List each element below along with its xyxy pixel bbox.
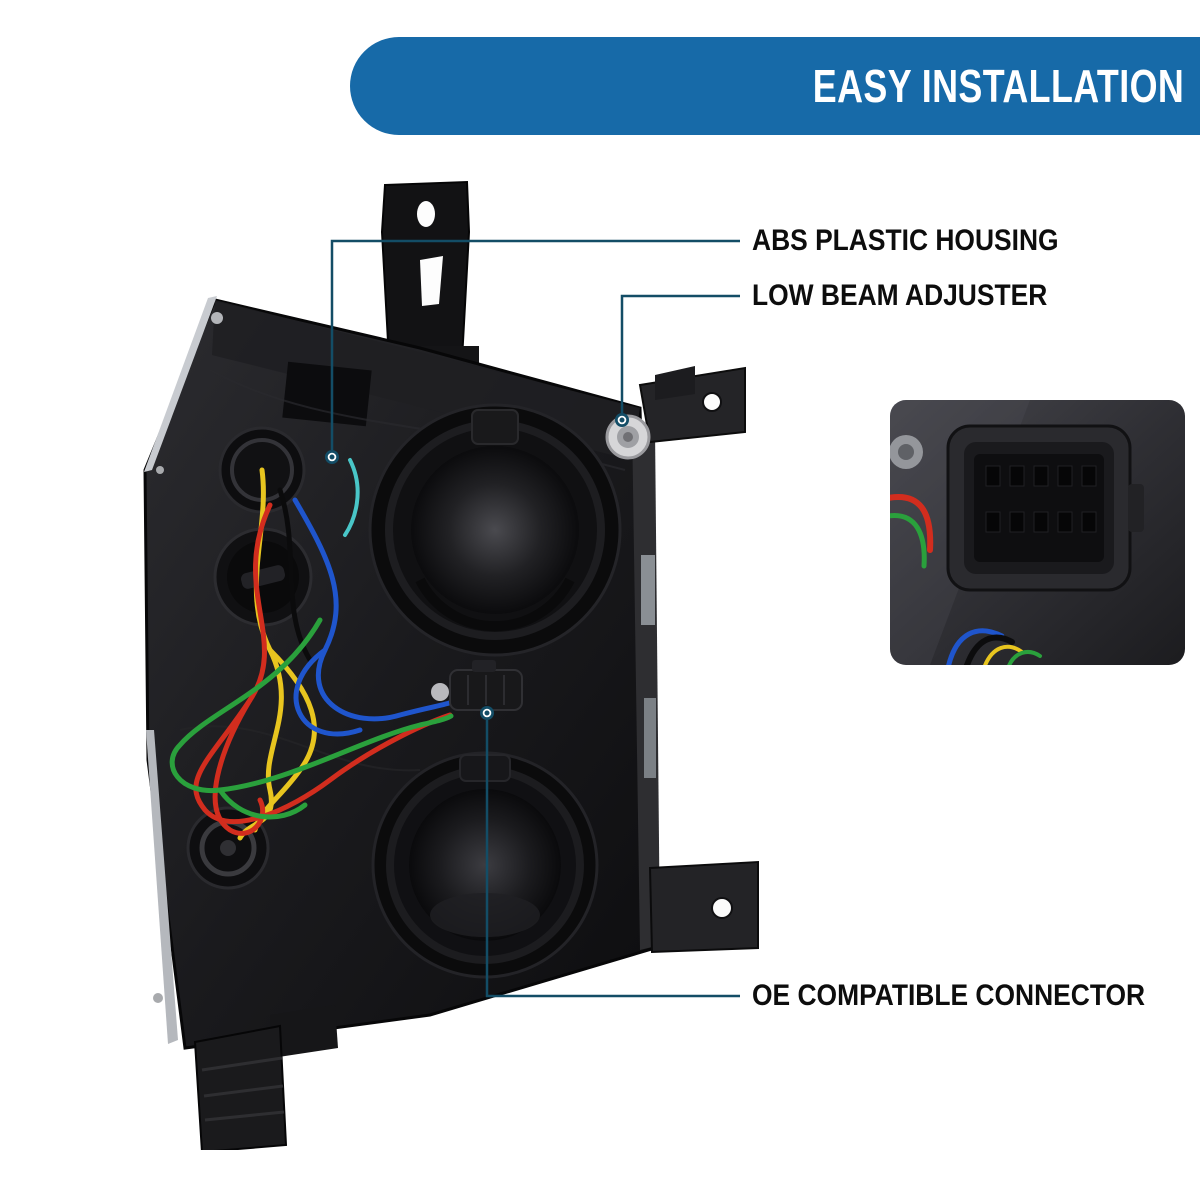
inset-wires [890,493,1042,665]
easy-installation-banner: EASY INSTALLATION [350,37,1200,135]
callout-label-text: LOW BEAM ADJUSTER [752,279,1048,312]
callout-label-text: ABS PLASTIC HOUSING [752,224,1059,257]
connector-closeup-art [890,400,1185,665]
upper-right-bracket [638,366,746,444]
upper-projector [368,403,622,657]
callout-label-oe-compatible-connector: OE COMPATIBLE CONNECTOR [752,979,1199,1013]
callout-label-low-beam-adjuster: LOW BEAM ADJUSTER [752,279,1088,313]
bottom-mounting-foot [193,1024,288,1150]
abs-housing-body [143,296,660,1058]
callout-label-abs-plastic-housing: ABS PLASTIC HOUSING [752,224,1100,258]
inset-bolt [890,435,923,469]
lower-right-bracket [648,860,759,954]
banner-title: EASY INSTALLATION [812,60,1184,112]
oe-connector-part [431,660,523,711]
wiring-harness [169,458,455,841]
connector-closeup-inset [890,400,1185,665]
callout-label-text: OE COMPATIBLE CONNECTOR [752,979,1146,1012]
headlight-product-photo [143,180,759,1150]
inset-connector-body [946,424,1144,592]
low-beam-adjuster-part [605,414,651,460]
lower-projector [371,751,599,979]
